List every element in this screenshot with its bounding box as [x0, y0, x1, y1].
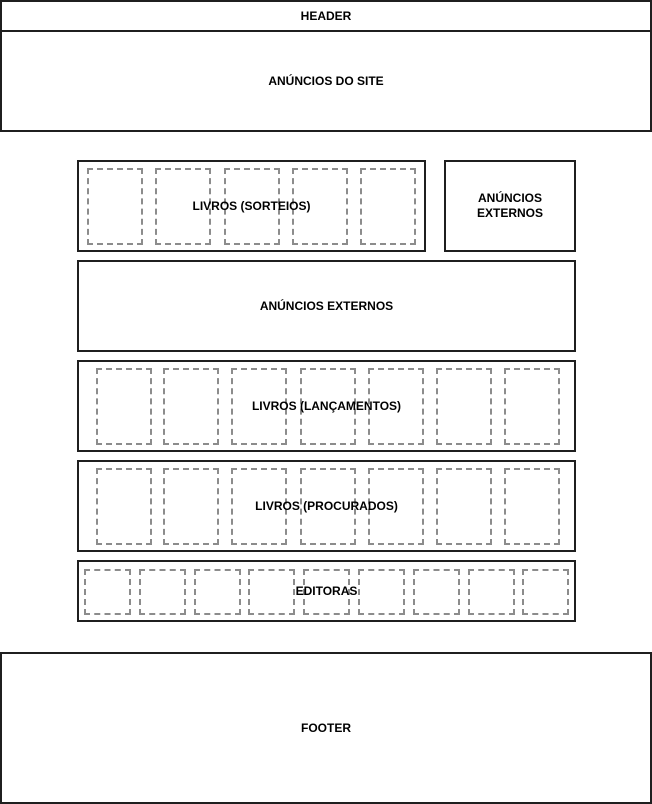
publisher-slot: [139, 569, 186, 615]
external-ads-side-label: ANÚNCIOS EXTERNOS: [476, 191, 543, 220]
footer-box: FOOTER: [0, 652, 652, 804]
footer-label: FOOTER: [301, 720, 351, 735]
publishers-box: EDITORAS: [77, 560, 576, 622]
publisher-slot: [413, 569, 460, 615]
book-slot: [231, 468, 287, 545]
publisher-slot: [522, 569, 569, 615]
book-slot: [163, 368, 219, 445]
book-slot: [292, 168, 348, 245]
book-slot: [368, 468, 424, 545]
book-slot: [96, 468, 152, 545]
book-slot: [163, 468, 219, 545]
book-slot: [360, 168, 416, 245]
book-slot: [504, 468, 560, 545]
external-ads-side-box: ANÚNCIOS EXTERNOS: [444, 160, 576, 252]
book-slot: [224, 168, 280, 245]
book-slot: [436, 468, 492, 545]
book-slot: [368, 368, 424, 445]
book-slot: [300, 468, 356, 545]
publisher-slot: [358, 569, 405, 615]
book-slot: [96, 368, 152, 445]
book-slot: [300, 368, 356, 445]
book-slot: [87, 168, 143, 245]
header-label: HEADER: [300, 8, 352, 23]
raffle-books-box: LIVROS (SORTEIOS): [77, 160, 426, 252]
book-slot: [155, 168, 211, 245]
wanted-books-box: LIVROS (PROCURADOS): [77, 460, 576, 552]
external-ads-wide-box: ANÚNCIOS EXTERNOS: [77, 260, 576, 352]
site-ads-label: ANÚNCIOS DO SITE: [268, 73, 384, 88]
book-slot: [436, 368, 492, 445]
publisher-slot: [303, 569, 350, 615]
publisher-slot: [194, 569, 241, 615]
publisher-slot: [468, 569, 515, 615]
header-box: HEADER: [0, 0, 652, 32]
book-slot: [231, 368, 287, 445]
new-books-box: LIVROS (LANÇAMENTOS): [77, 360, 576, 452]
publisher-slot: [84, 569, 131, 615]
external-ads-wide-label: ANÚNCIOS EXTERNOS: [259, 298, 394, 313]
book-slot: [504, 368, 560, 445]
site-ads-box: ANÚNCIOS DO SITE: [0, 30, 652, 132]
publisher-slot: [248, 569, 295, 615]
